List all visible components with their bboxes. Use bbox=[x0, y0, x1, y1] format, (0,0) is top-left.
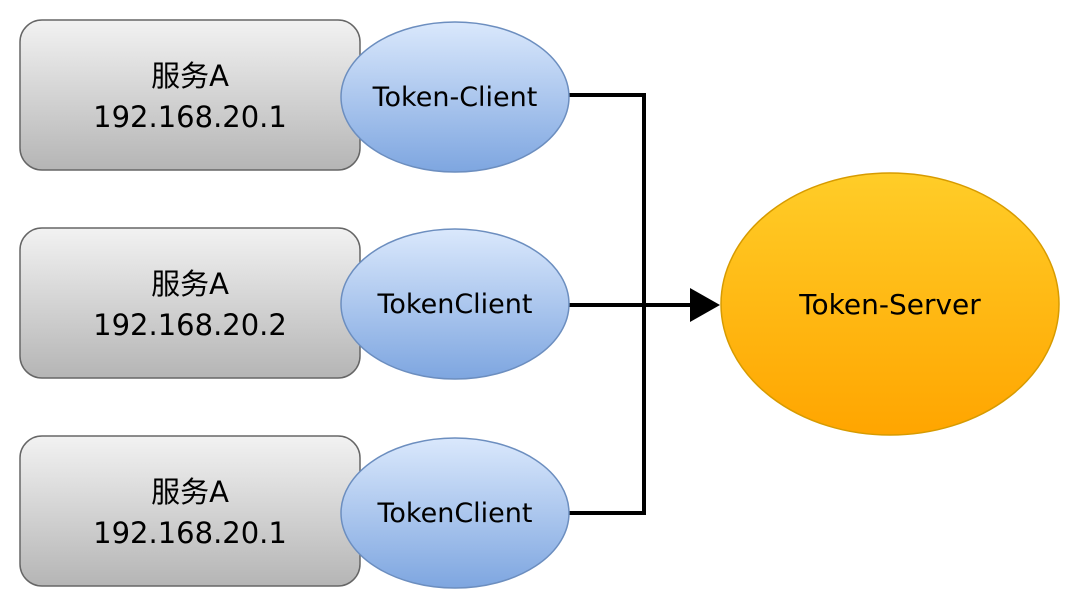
service-ip-2: 192.168.20.2 bbox=[93, 308, 287, 342]
server-ellipse bbox=[720, 172, 1060, 436]
service-name-2: 服务A bbox=[151, 267, 229, 301]
service-box-3 bbox=[19, 435, 361, 587]
token-client-1[interactable]: Token-Client bbox=[340, 21, 570, 173]
service-node-1[interactable]: 服务A 192.168.20.1 bbox=[19, 19, 361, 171]
token-server[interactable]: Token-Server bbox=[720, 172, 1060, 436]
client-ellipse-2 bbox=[340, 228, 570, 380]
connector-client-1 bbox=[568, 93, 646, 305]
client-ellipse-1 bbox=[340, 21, 570, 173]
service-name-3: 服务A bbox=[151, 475, 229, 509]
client-label-1: Token-Client bbox=[372, 82, 538, 113]
service-box-2 bbox=[19, 227, 361, 379]
client-ellipse-3 bbox=[340, 437, 570, 589]
service-node-2[interactable]: 服务A 192.168.20.2 bbox=[19, 227, 361, 379]
service-box-1 bbox=[19, 19, 361, 171]
server-label: Token-Server bbox=[798, 288, 981, 321]
token-client-2[interactable]: TokenClient bbox=[340, 228, 570, 380]
service-node-3[interactable]: 服务A 192.168.20.1 bbox=[19, 435, 361, 587]
client-label-3: TokenClient bbox=[377, 498, 533, 529]
service-ip-3: 192.168.20.1 bbox=[93, 516, 287, 550]
arrow-head-icon bbox=[690, 288, 720, 322]
service-name-1: 服务A bbox=[151, 59, 229, 93]
token-client-3[interactable]: TokenClient bbox=[340, 437, 570, 589]
connectors bbox=[568, 93, 692, 515]
connector-client-3 bbox=[568, 305, 646, 515]
client-label-2: TokenClient bbox=[377, 289, 533, 320]
service-ip-1: 192.168.20.1 bbox=[93, 100, 287, 134]
